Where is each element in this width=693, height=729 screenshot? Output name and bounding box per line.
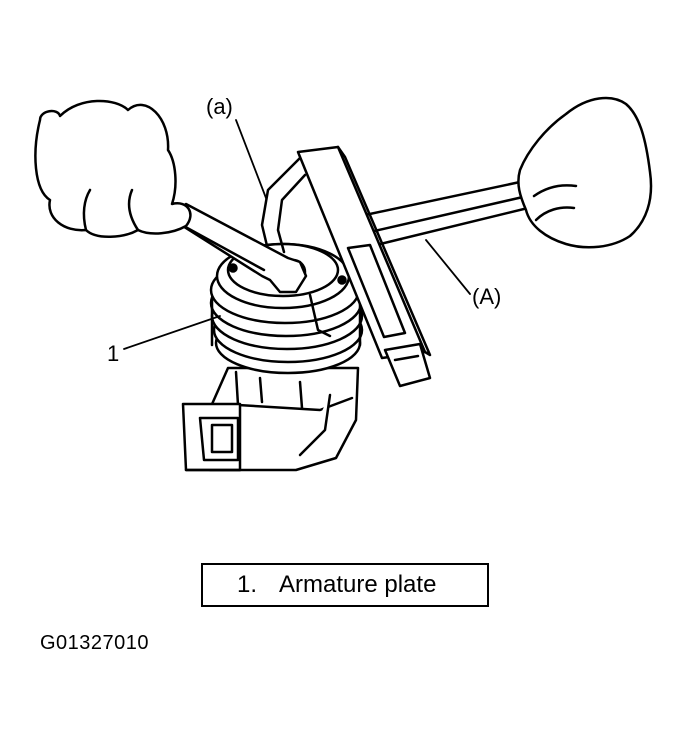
legend-text: Armature plate xyxy=(279,571,437,598)
callout-wrench-a: (a) xyxy=(206,94,233,119)
legend-number: 1. xyxy=(237,571,258,598)
left-hand xyxy=(34,99,192,238)
wrench-a xyxy=(168,202,308,294)
callout-part-1: 1 xyxy=(107,341,120,366)
right-hand xyxy=(517,96,653,249)
figure-id: G01327010 xyxy=(40,632,150,654)
holder-tool-A xyxy=(260,145,432,388)
leader-lines xyxy=(123,119,471,350)
legend-box: 1. Armature plate xyxy=(201,563,489,607)
compressor-body xyxy=(181,366,360,472)
holder-tool-handle xyxy=(363,180,530,248)
callout-holder-tool-A: (A) xyxy=(472,284,502,309)
